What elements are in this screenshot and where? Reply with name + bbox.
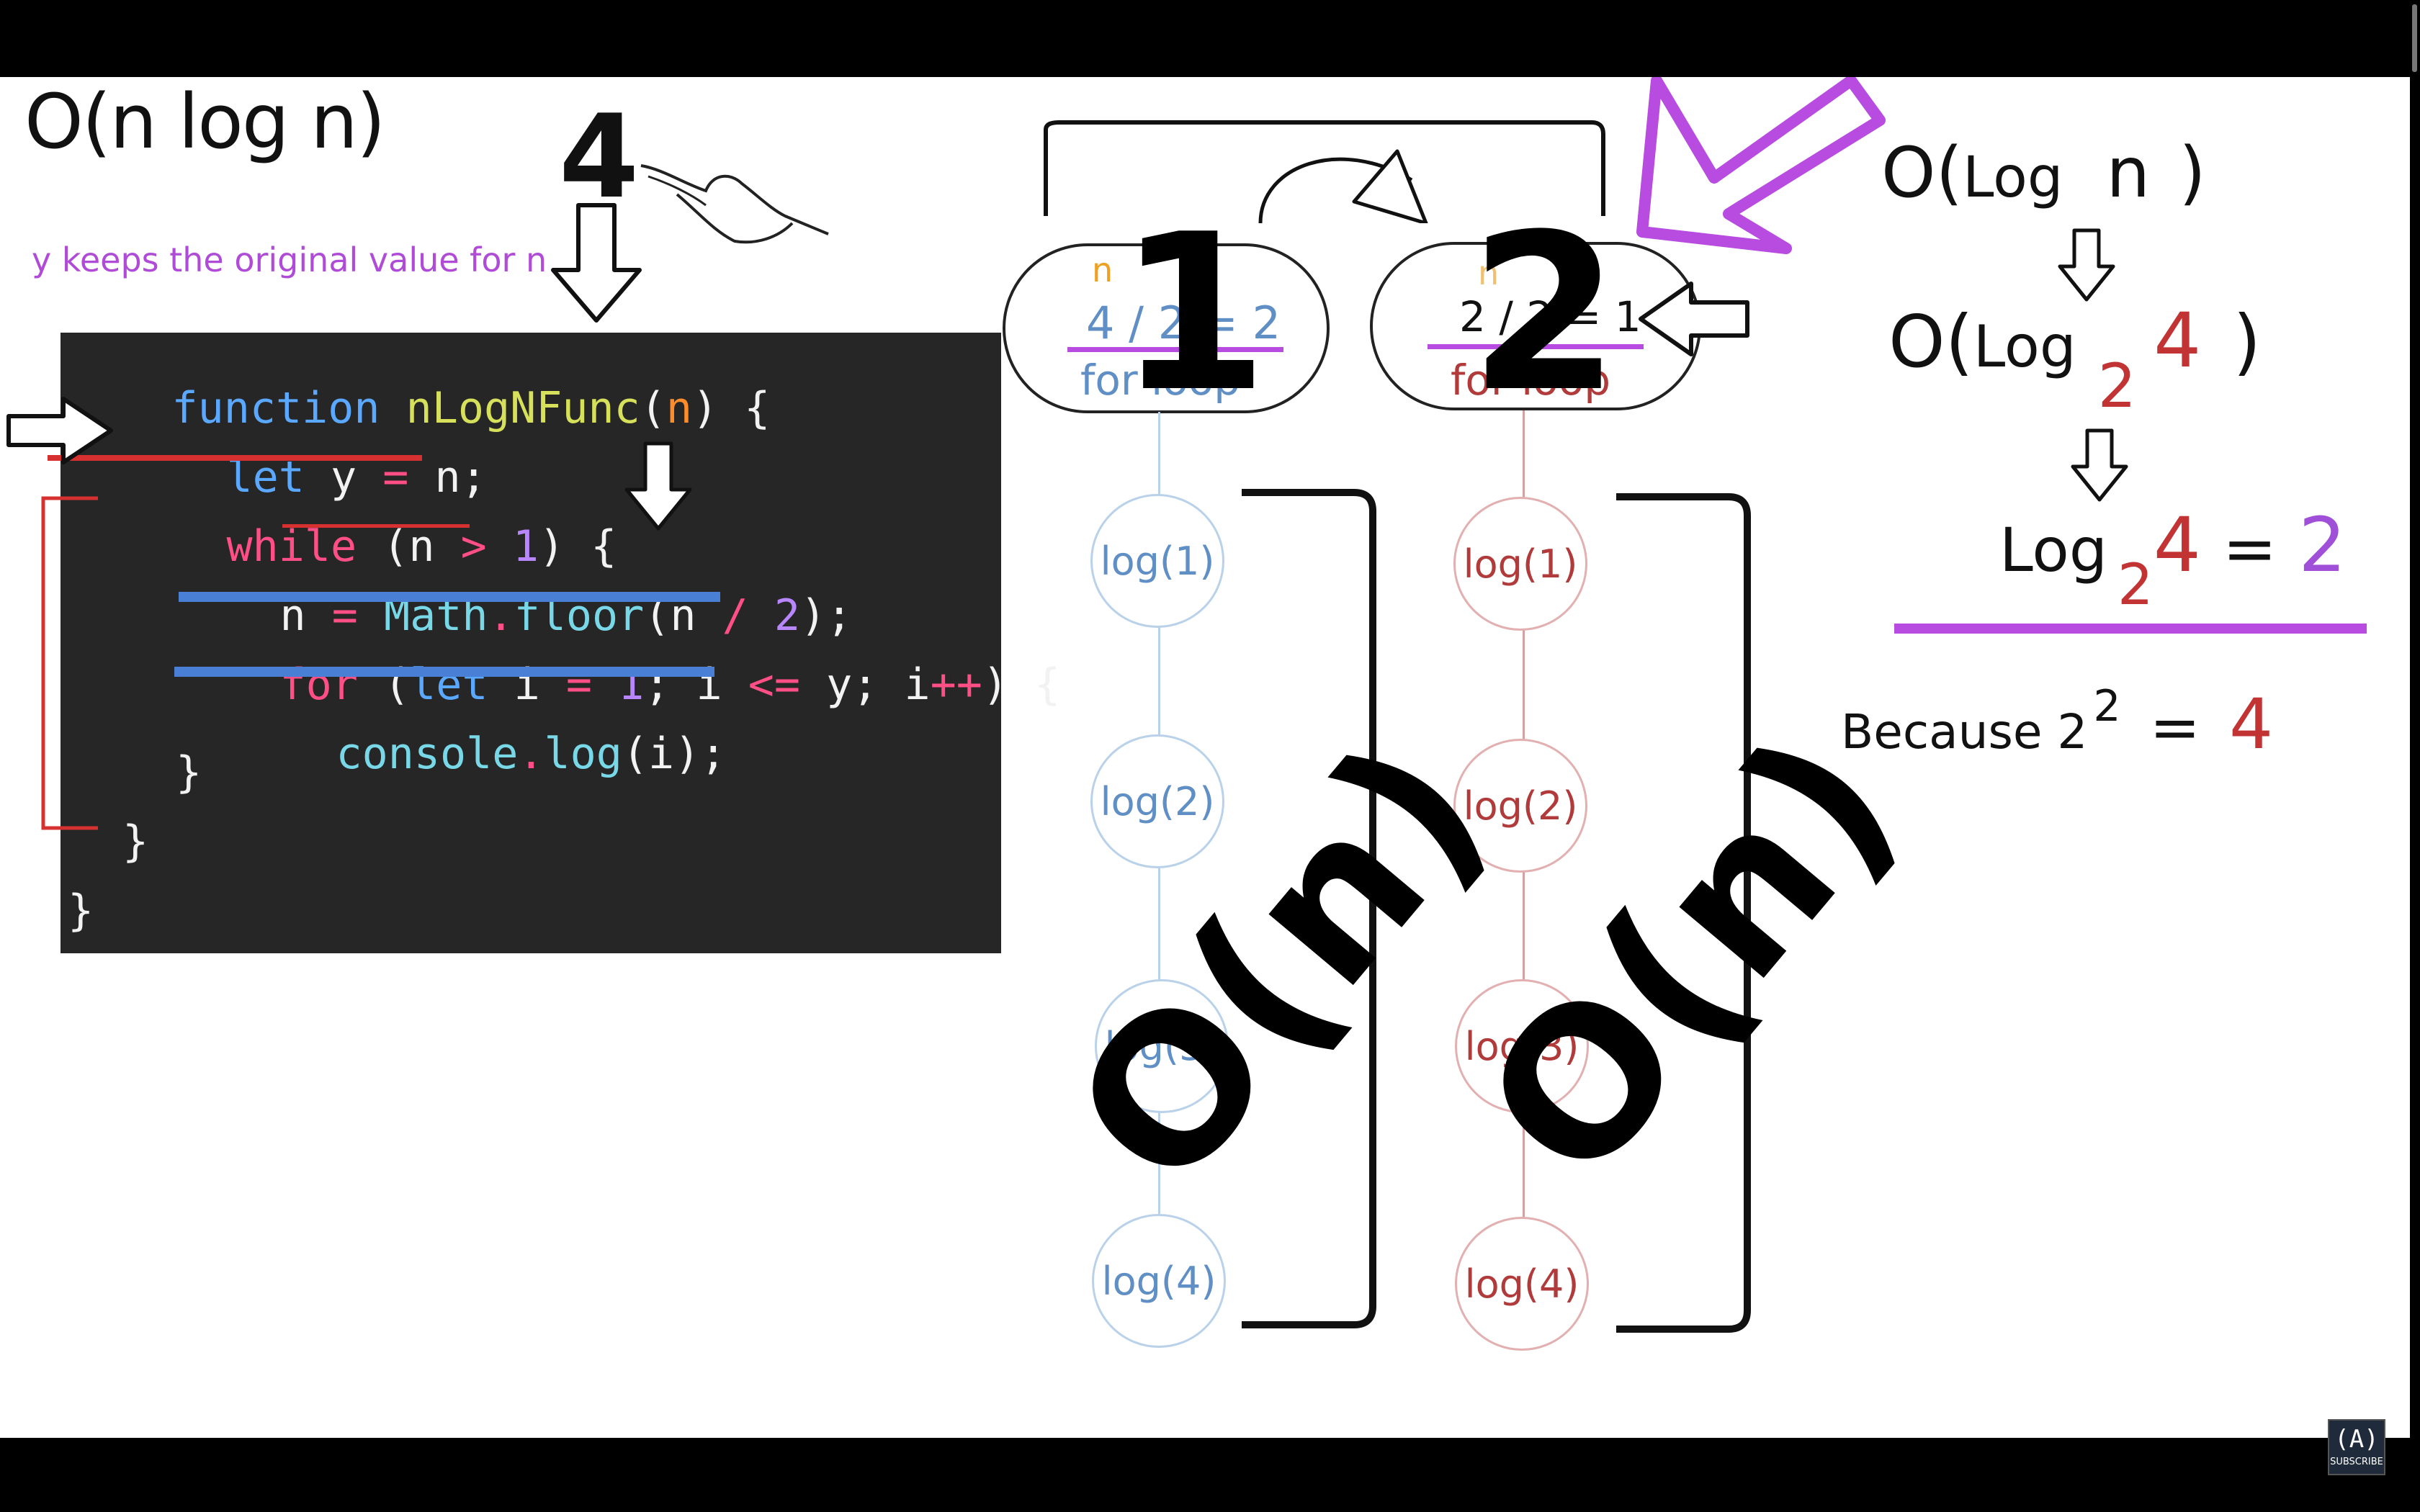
formula-divider [1894, 624, 2367, 634]
code-line-9: } [68, 886, 94, 936]
code-line-3: while (n > 1) { [226, 521, 617, 572]
channel-logo-icon: (A) [2334, 1425, 2379, 1454]
code-line-8: } [122, 816, 149, 867]
pointing-hand-icon [640, 164, 829, 244]
iteration-2-right-bracket [1616, 493, 1751, 1333]
scrollbar-thumb[interactable] [2412, 4, 2417, 72]
code-line-1: function nLogNFunc(n) { [171, 383, 771, 433]
iteration-1-log-node: log(2) [1090, 734, 1224, 868]
iteration-bracket [1044, 120, 1605, 223]
while-loop-bracket [41, 496, 98, 830]
down-arrow-formula-icon [2058, 228, 2115, 302]
math-floor-underline [179, 592, 720, 602]
iteration-1-log-node: log(1) [1090, 494, 1224, 628]
code-line-7: } [176, 747, 202, 798]
let-underline [48, 455, 422, 461]
iteration-1-right-bracket [1242, 489, 1376, 1328]
iteration-2-log-node: log(1) [1453, 497, 1587, 631]
iteration-1-marker: 1 [1118, 188, 1268, 439]
iteration-2-log-node: log(3) [1455, 979, 1589, 1113]
iteration-1-loop-label: for loop [1080, 356, 1241, 405]
annotation-note: y keeps the original value for n [32, 240, 547, 279]
iteration-1-log-node: log(4) [1092, 1214, 1226, 1348]
subscribe-button[interactable]: (A) SUBSCRIBE [2328, 1419, 2385, 1475]
page-title: O(n log n) [24, 78, 385, 166]
input-value-label: 4 [559, 89, 640, 224]
bottom-black-bar [0, 1438, 2420, 1512]
iteration-2-loop-label: for loop [1451, 356, 1611, 405]
iteration-1-n-label: n [1092, 251, 1113, 289]
formula-o-log2-4: O(Log24) [1888, 297, 2262, 421]
code-line-6: console.log(i); [336, 729, 727, 779]
subscribe-label: SUBSCRIBE [2330, 1457, 2383, 1467]
down-arrow-code-icon [624, 441, 692, 531]
iteration-2-log-node: log(2) [1453, 739, 1587, 873]
left-arrow-icon [1639, 282, 1749, 356]
code-panel [60, 333, 1001, 953]
top-black-bar [0, 0, 2420, 77]
iteration-1-log-node: log(3) [1095, 979, 1229, 1113]
iteration-2-marker: 2 [1469, 188, 1620, 439]
iteration-2-divider [1428, 344, 1644, 349]
iteration-1-pill [1003, 243, 1330, 413]
iteration-2-n-label: n [1478, 253, 1500, 292]
down-arrow-icon [551, 203, 642, 323]
iteration-2-equation: 2 / 2 = 1 [1459, 292, 1641, 341]
iteration-1-divider [1067, 347, 1283, 352]
iteration-1-equation: 4 / 2 = 2 [1086, 297, 1281, 349]
for-loop-underline [174, 667, 714, 677]
down-arrow-formula-2-icon [2071, 428, 2128, 502]
right-arrow-icon [6, 397, 113, 464]
purple-arrow-icon [1636, 77, 1886, 254]
iteration-2-log-node: log(4) [1455, 1217, 1589, 1351]
while-underline [282, 524, 470, 528]
